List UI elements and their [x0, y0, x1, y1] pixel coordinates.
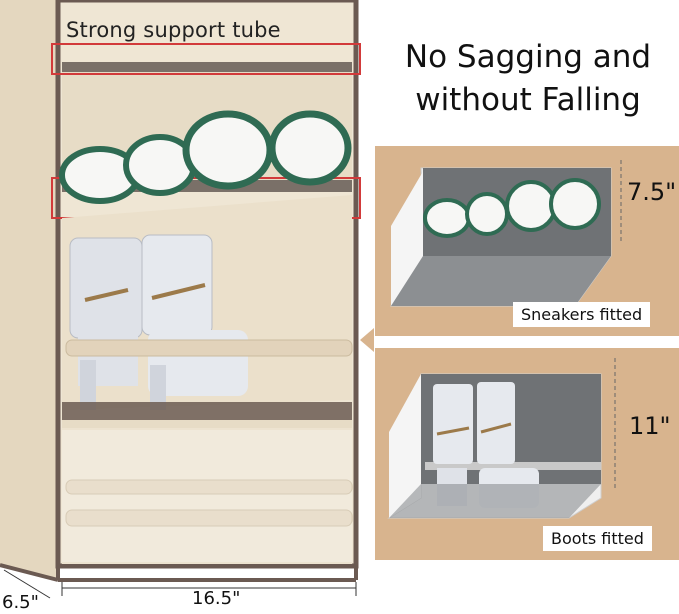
- depth-dimension: 6.5": [2, 592, 39, 613]
- headline-line-1: No Sagging and: [404, 39, 652, 75]
- support-tube-label: Strong support tube: [66, 18, 281, 42]
- shoe-cabinet-illustration: [0, 0, 361, 599]
- sneakers-fitted-label: Sneakers fitted: [513, 302, 651, 327]
- pointer-triangle: [360, 328, 374, 352]
- boots-fitted-label: Boots fitted: [543, 526, 652, 551]
- headline: No Sagging and without Falling: [378, 36, 678, 122]
- support-tube-top: [62, 62, 352, 72]
- boots-fitted-panel: 11" Boots fitted: [375, 348, 679, 560]
- cabinet-frame: [55, 0, 359, 569]
- boots-shelf-diagram: [387, 358, 616, 519]
- headline-line-2: without Falling: [415, 82, 641, 118]
- sneakers-shelf-diagram: [390, 160, 622, 307]
- sneakers-height-dimension: 7.5": [627, 178, 677, 206]
- boots-height-dimension: 11": [629, 412, 671, 440]
- sneakers-group: [59, 110, 352, 204]
- cabinet-side-panel: [0, 0, 58, 580]
- highlight-box-top: [51, 43, 361, 75]
- width-dimension: 16.5": [192, 588, 241, 609]
- sneakers-fitted-panel: 7.5" Sneakers fitted: [375, 146, 679, 336]
